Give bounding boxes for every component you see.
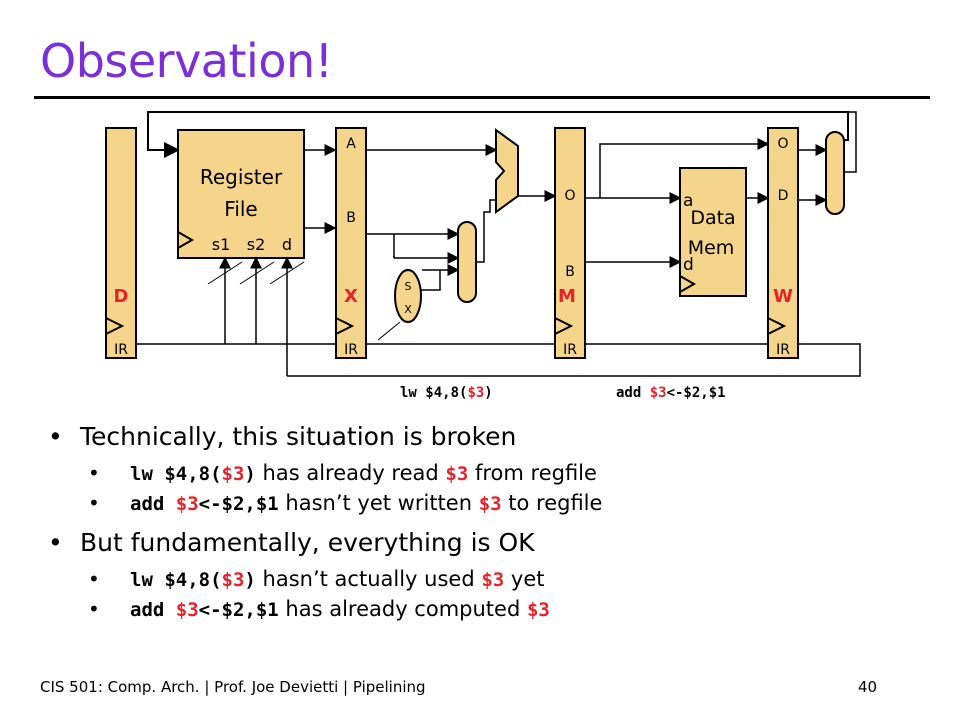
latch-d-ir: IR bbox=[114, 342, 128, 358]
register-file bbox=[177, 129, 305, 259]
mux bbox=[457, 221, 477, 303]
data-memory bbox=[679, 167, 747, 297]
sub-bullet: lw $4,8($3) hasn’t actually used $3 yet bbox=[48, 564, 928, 594]
latch-x bbox=[335, 127, 367, 359]
page-number: 40 bbox=[858, 678, 878, 696]
latch-x-a: A bbox=[346, 136, 356, 152]
stage-m-label: M bbox=[558, 286, 576, 307]
latch-w-ir: IR bbox=[776, 342, 790, 358]
sub-bullet: add $3<-$2,$1 hasn’t yet written $3 to r… bbox=[48, 488, 928, 518]
title-underline bbox=[34, 96, 930, 99]
instr-x-label: lw $4,8($3) bbox=[400, 385, 493, 401]
instr-w-label: add $3<-$2,$1 bbox=[616, 385, 726, 401]
sub-bullet: lw $4,8($3) has already read $3 from reg… bbox=[48, 458, 928, 488]
latch-w-d: D bbox=[778, 188, 789, 204]
pipeline-diagram: D IR Register File s1 s2 d A B X IR S X … bbox=[105, 111, 861, 401]
latch-w bbox=[767, 127, 799, 359]
sub-bullet: add $3<-$2,$1 has already computed $3 bbox=[48, 594, 928, 624]
latch-x-b: B bbox=[346, 210, 356, 226]
clock-m-icon bbox=[554, 317, 574, 335]
stage-w-label: W bbox=[773, 286, 793, 307]
slide-title: Observation! bbox=[40, 34, 333, 88]
clock-x-icon bbox=[335, 317, 355, 335]
latch-m bbox=[554, 127, 586, 359]
writeback-mux bbox=[825, 131, 845, 215]
clock-d-icon bbox=[105, 317, 125, 335]
sign-extend bbox=[394, 269, 422, 323]
data-mem-line1: Data bbox=[690, 207, 735, 229]
latch-x-ir: IR bbox=[344, 342, 358, 358]
data-mem-d: d bbox=[683, 255, 694, 275]
bullet-list: Technically, this situation is broken lw… bbox=[48, 420, 928, 624]
stage-x-label: X bbox=[344, 286, 358, 307]
stage-d-label: D bbox=[114, 286, 129, 307]
clock-rf-icon bbox=[177, 231, 195, 249]
rf-port-s1: s1 bbox=[212, 235, 231, 254]
sx-s: S bbox=[405, 280, 412, 293]
latch-d bbox=[105, 127, 137, 359]
bullet-ok: But fundamentally, everything is OK bbox=[48, 526, 928, 560]
data-mem-a: a bbox=[683, 191, 693, 211]
rf-port-d: d bbox=[282, 235, 292, 254]
latch-m-o: O bbox=[564, 188, 575, 204]
register-file-line1: Register bbox=[200, 165, 283, 189]
sx-x: X bbox=[404, 303, 412, 316]
slide-footer: CIS 501: Comp. Arch. | Prof. Joe Deviett… bbox=[40, 678, 426, 696]
rf-port-s2: s2 bbox=[247, 235, 266, 254]
register-file-line2: File bbox=[224, 197, 257, 221]
alu bbox=[495, 128, 519, 214]
data-mem-line2: Mem bbox=[688, 237, 735, 259]
bullet-broken: Technically, this situation is broken bbox=[48, 420, 928, 454]
latch-m-b: B bbox=[565, 264, 575, 280]
latch-w-o: O bbox=[777, 136, 788, 152]
latch-m-ir: IR bbox=[563, 342, 577, 358]
clock-dm-icon bbox=[679, 275, 697, 293]
clock-w-icon bbox=[767, 317, 787, 335]
